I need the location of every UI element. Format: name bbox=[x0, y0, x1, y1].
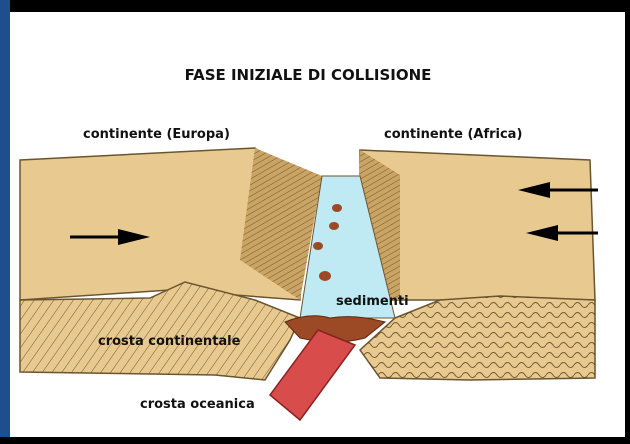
label-oceanic-crust: crosta oceanica bbox=[140, 397, 255, 412]
sediment-particle bbox=[329, 222, 339, 230]
sediment-particle bbox=[319, 271, 331, 281]
label-continental-crust: crosta continentale bbox=[98, 334, 241, 349]
label-continent-europa: continente (Europa) bbox=[83, 127, 230, 142]
sediment-particle bbox=[332, 204, 342, 212]
label-continent-africa: continente (Africa) bbox=[384, 127, 522, 142]
label-sediments: sedimenti bbox=[336, 294, 409, 309]
diagram-title: FASE INIZIALE DI COLLISIONE bbox=[185, 66, 432, 84]
sediment-particle bbox=[313, 242, 323, 250]
